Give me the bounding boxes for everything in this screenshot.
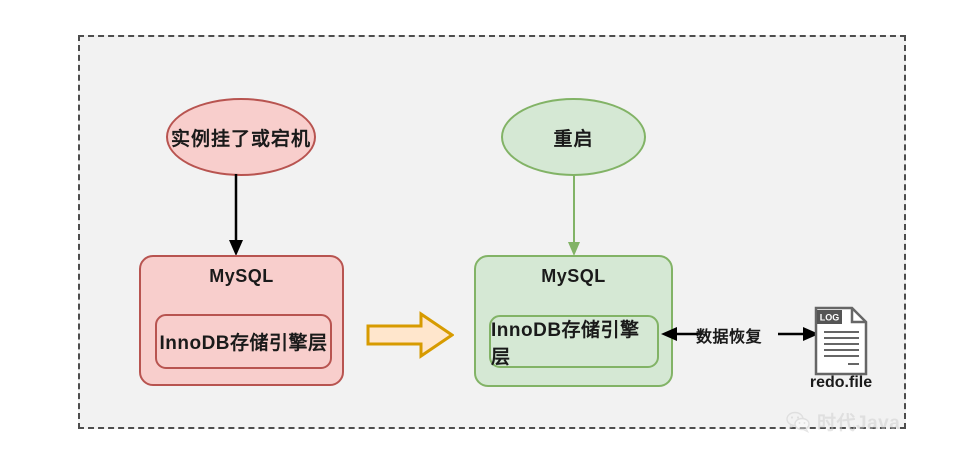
- innodb-layer-left: InnoDB存储引擎层: [155, 314, 332, 369]
- mysql-instance-restarted: MySQL InnoDB存储引擎层: [474, 255, 673, 387]
- mysql-instance-crashed: MySQL InnoDB存储引擎层: [139, 255, 344, 386]
- mysql-right-title: MySQL: [541, 266, 606, 286]
- svg-text:LOG: LOG: [820, 313, 840, 323]
- restart-state-label: 重启: [553, 128, 594, 150]
- redo-log-file-icon: LOG: [814, 306, 868, 376]
- watermark: 时代Java: [786, 408, 900, 435]
- watermark-text: 时代Java: [817, 413, 901, 434]
- redo-file-label: redo.file: [809, 374, 873, 391]
- innodb-layer-right: InnoDB存储引擎层: [489, 315, 659, 368]
- transition-block-arrow: [366, 311, 454, 359]
- restart-to-mysql-connector: [568, 174, 580, 256]
- crash-to-mysql-connector: [229, 174, 243, 256]
- innodb-layer-left-label: InnoDB存储引擎层: [159, 333, 328, 354]
- crash-state-ellipse: 实例挂了或宕机: [166, 98, 316, 176]
- restart-state-ellipse: 重启: [501, 98, 646, 176]
- data-recovery-label: 数据恢复: [696, 329, 763, 346]
- data-recovery-connector: [661, 327, 819, 341]
- mysql-left-title: MySQL: [209, 266, 274, 286]
- wechat-icon: [786, 411, 810, 433]
- crash-state-label: 实例挂了或宕机: [170, 128, 311, 150]
- innodb-layer-right-label: InnoDB存储引擎层: [491, 319, 640, 368]
